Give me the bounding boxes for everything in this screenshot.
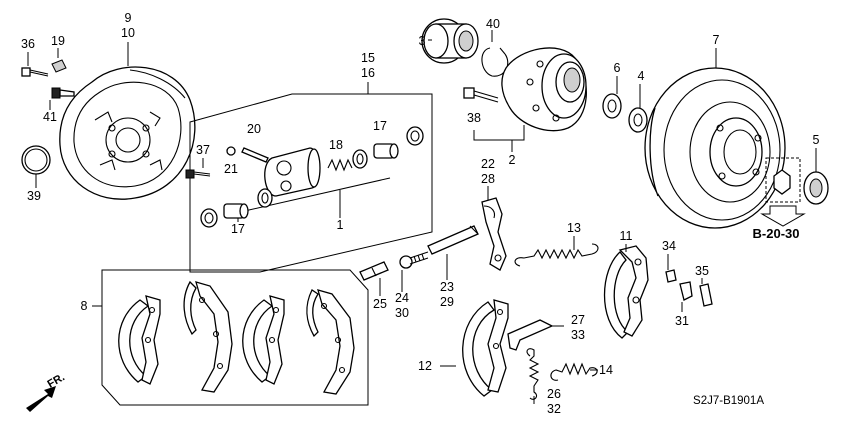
callout-21: 21 <box>224 162 238 176</box>
callout-15: 15 <box>361 51 375 65</box>
callout-34: 34 <box>662 239 676 253</box>
brake-shoe-set-4[interactable] <box>306 289 355 395</box>
callout-38: 38 <box>467 111 481 125</box>
front-direction-label: FR. <box>46 371 67 390</box>
callout-32: 32 <box>547 402 561 416</box>
shoe-set-outline <box>101 269 369 406</box>
brake-shoe-11[interactable] <box>603 245 649 339</box>
callout-30: 30 <box>395 306 409 320</box>
callout-36: 36 <box>21 37 35 51</box>
callout-17-upper: 17 <box>373 119 387 133</box>
callout-4: 4 <box>638 69 645 83</box>
reference-arrow <box>760 205 806 227</box>
callout-6: 6 <box>614 61 621 75</box>
callout-27: 27 <box>571 313 585 327</box>
piston-17-left[interactable] <box>223 203 249 219</box>
piston-cup-17[interactable] <box>352 149 368 169</box>
callout-37: 37 <box>196 143 210 157</box>
reference-box <box>765 157 801 203</box>
callout-31: 31 <box>675 314 689 328</box>
brake-shoe-12[interactable] <box>462 299 509 397</box>
wheel-cylinder-group-outline <box>189 93 433 273</box>
callout-23: 23 <box>440 280 454 294</box>
retainer-31[interactable] <box>679 281 693 301</box>
circlip-40[interactable] <box>481 47 509 77</box>
pin-35[interactable] <box>699 283 713 307</box>
callout-20: 20 <box>247 122 261 136</box>
callout-40: 40 <box>486 17 500 31</box>
callout-9: 9 <box>125 11 132 25</box>
bleeder-cap-21[interactable] <box>226 146 236 156</box>
callout-26: 26 <box>547 387 561 401</box>
diagram-code: S2J7-B1901A <box>693 395 764 407</box>
callout-5: 5 <box>813 133 820 147</box>
callout-7: 7 <box>713 33 720 47</box>
piston-cup-left[interactable] <box>257 188 273 208</box>
callout-10: 10 <box>121 26 135 40</box>
callout-22: 22 <box>481 157 495 171</box>
adjuster-rod[interactable] <box>427 225 479 255</box>
callout-17-lower: 17 <box>231 222 245 236</box>
hub-bolt-38[interactable] <box>463 87 499 103</box>
return-spring-13[interactable] <box>514 243 599 267</box>
dust-boot-left[interactable] <box>200 208 218 228</box>
callout-19: 19 <box>51 34 65 48</box>
brake-shoe-set-2[interactable] <box>183 280 233 393</box>
cylinder-spring-18[interactable] <box>327 158 353 172</box>
nut-19[interactable] <box>51 59 67 73</box>
callout-13: 13 <box>567 221 581 235</box>
dust-boot[interactable] <box>406 126 424 146</box>
callout-2: 2 <box>509 153 516 167</box>
spring-clip-34[interactable] <box>665 269 677 283</box>
callout-29: 29 <box>440 295 454 309</box>
parking-strut[interactable] <box>507 319 554 351</box>
bolt-41[interactable] <box>51 87 75 99</box>
callout-3: 3 <box>419 34 426 48</box>
adjuster-sleeve-25[interactable] <box>359 261 389 281</box>
callout-18: 18 <box>329 138 343 152</box>
wheel-hub[interactable] <box>501 47 587 132</box>
hub-cap-5[interactable] <box>803 171 829 205</box>
hub-bearing-3[interactable] <box>421 18 479 64</box>
spindle-nut[interactable] <box>773 169 791 195</box>
callout-8: 8 <box>81 299 88 313</box>
brake-drum[interactable] <box>644 67 786 229</box>
front-direction-arrow <box>26 386 56 412</box>
bolt-37[interactable] <box>185 169 211 179</box>
adjuster-screw[interactable] <box>399 251 429 269</box>
wheel-cylinder[interactable] <box>264 147 321 197</box>
backing-plate[interactable] <box>59 66 196 200</box>
seal-39[interactable] <box>21 145 51 175</box>
nut-4[interactable] <box>628 107 648 133</box>
callout-11: 11 <box>620 229 633 243</box>
brake-shoe-set-3[interactable] <box>242 295 285 385</box>
callout-25: 25 <box>373 297 387 311</box>
brake-shoe-set-1[interactable] <box>118 295 161 385</box>
bolt-36[interactable] <box>21 67 49 77</box>
reference-label[interactable]: B-20-30 <box>753 226 800 241</box>
return-spring-14[interactable] <box>550 362 598 381</box>
washer-6[interactable] <box>602 93 622 119</box>
callout-35: 35 <box>695 264 709 278</box>
callout-33: 33 <box>571 328 585 342</box>
hold-down-spring[interactable] <box>526 348 540 400</box>
callout-16: 16 <box>361 66 375 80</box>
piston-17[interactable] <box>373 143 399 159</box>
callout-14: 14 <box>599 363 613 377</box>
callout-12: 12 <box>418 359 432 373</box>
callout-39: 39 <box>27 189 41 203</box>
bleeder-screw-20[interactable] <box>241 147 269 163</box>
adjuster-lever[interactable] <box>481 197 507 271</box>
callout-41: 41 <box>43 110 57 124</box>
callout-24: 24 <box>395 291 409 305</box>
callout-28: 28 <box>481 172 495 186</box>
callout-1: 1 <box>337 218 344 232</box>
